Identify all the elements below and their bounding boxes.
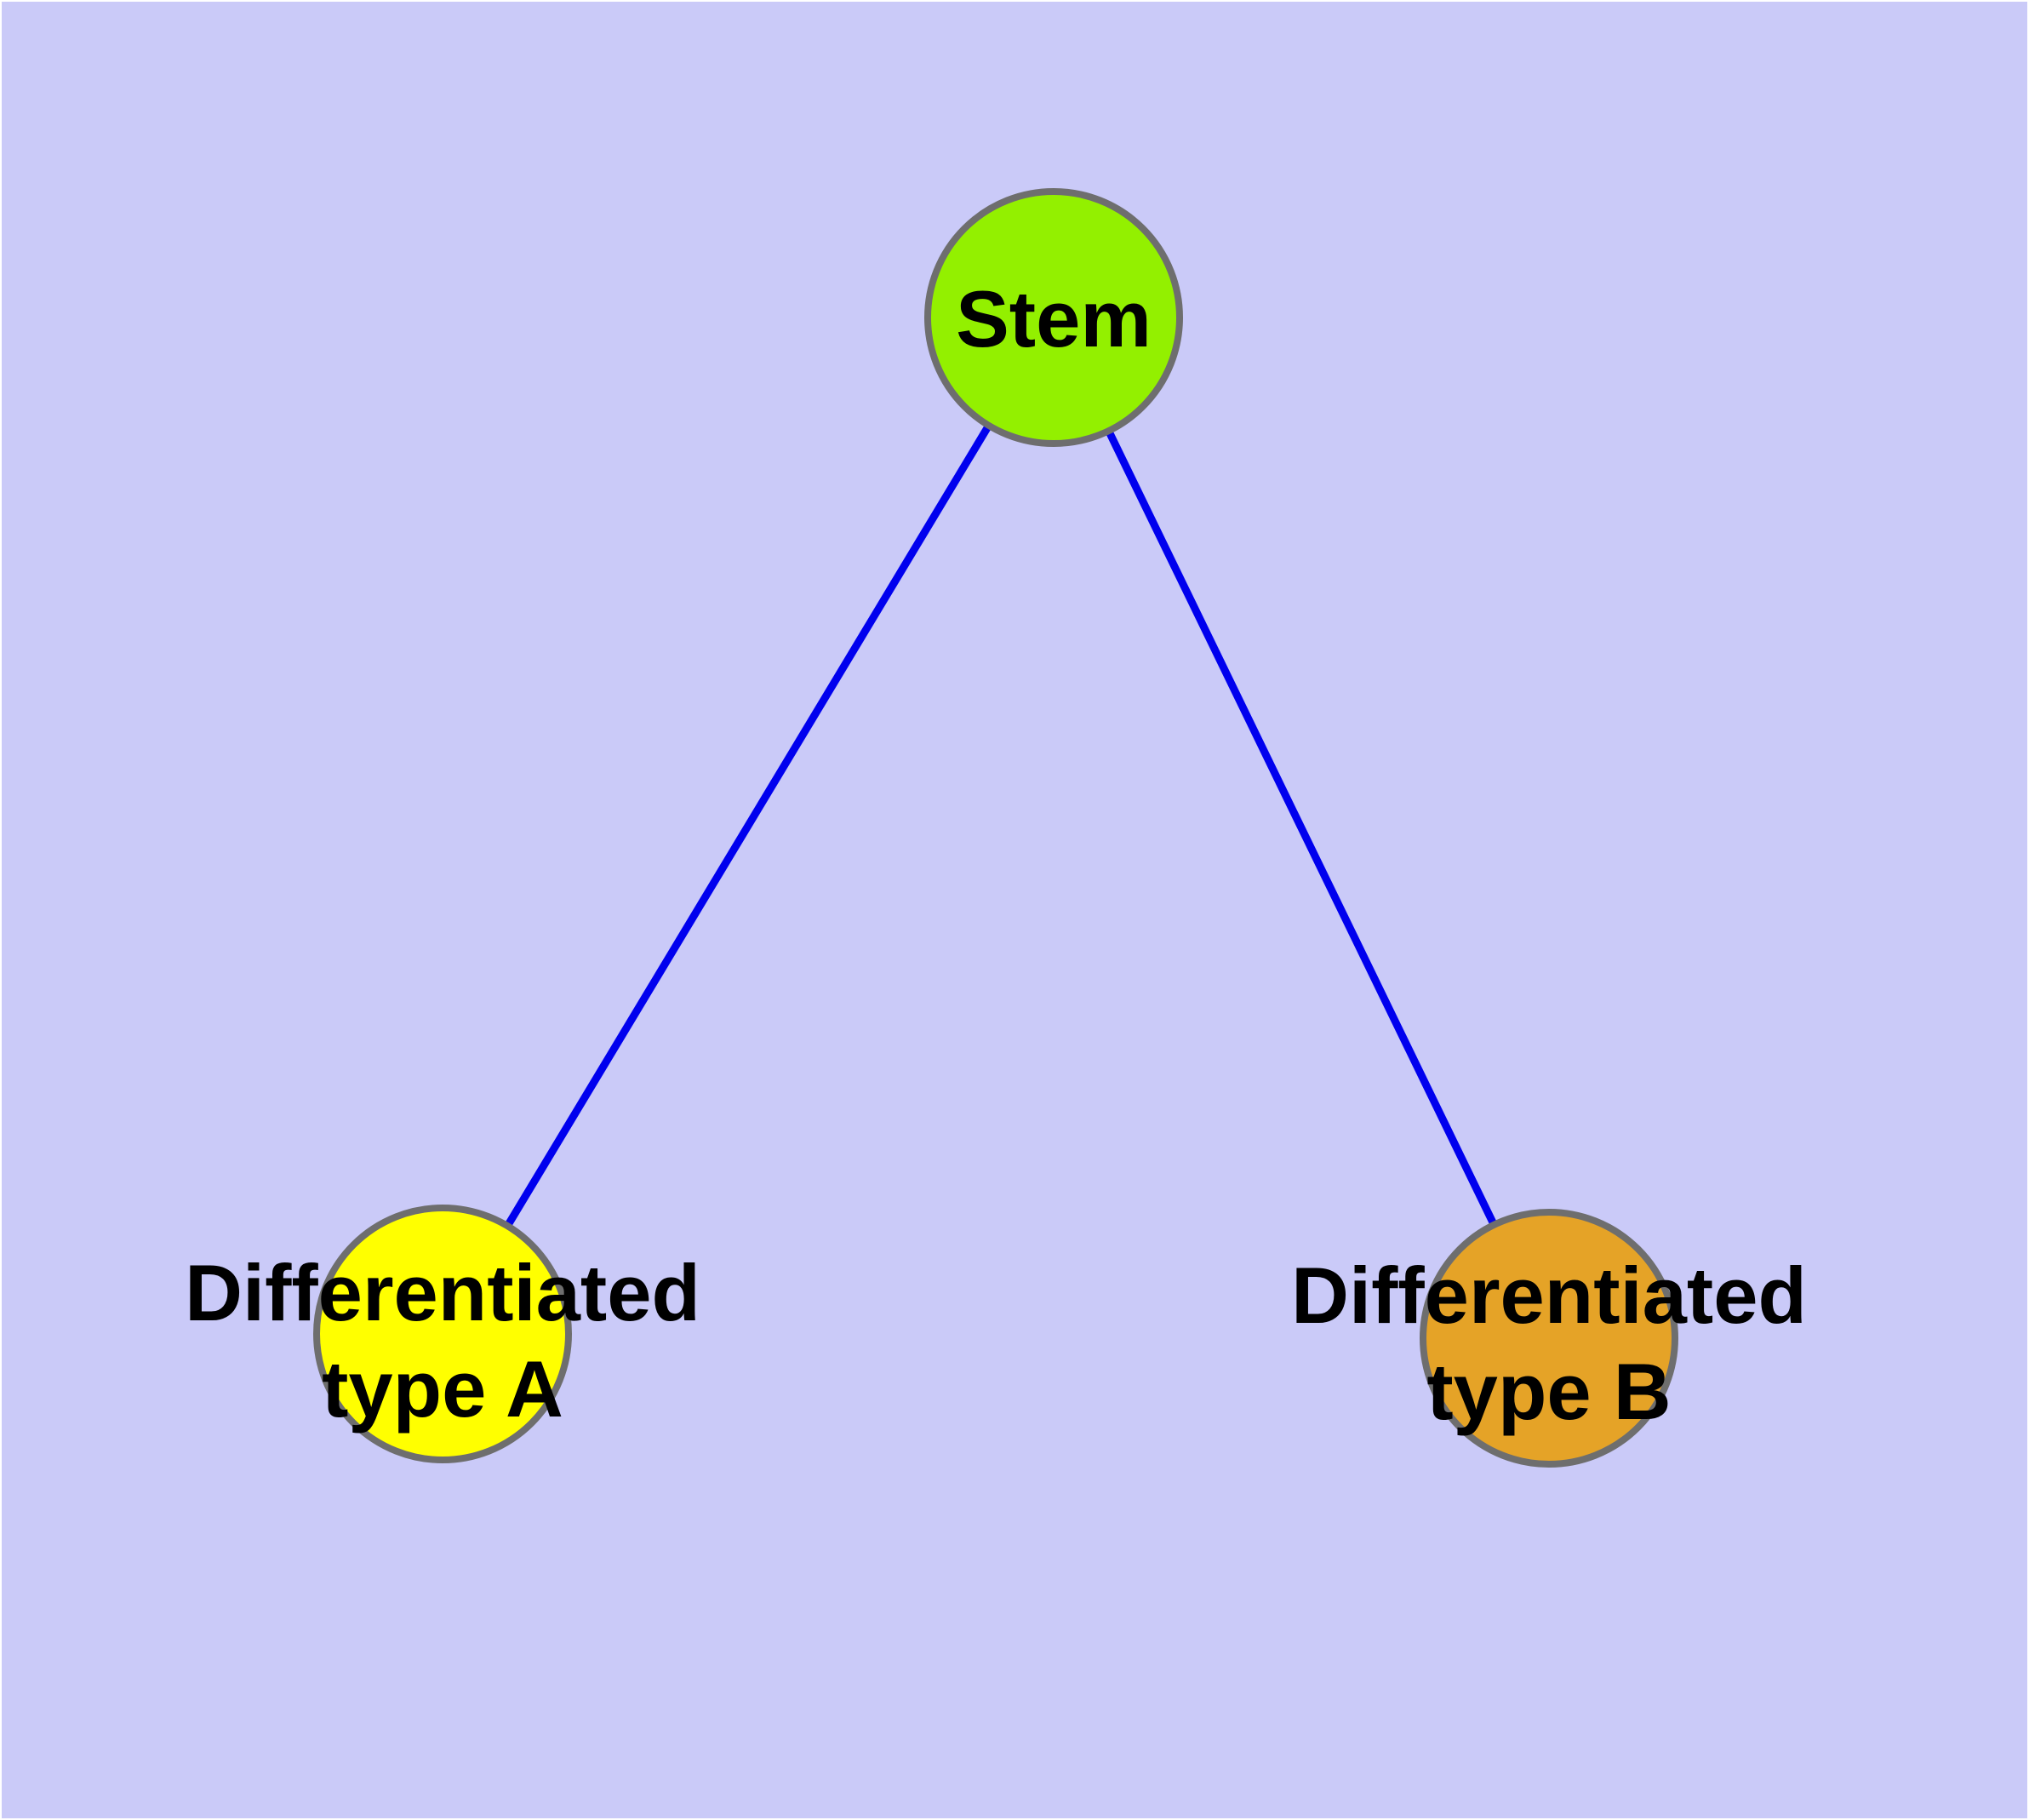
node-differentiated-type-b	[1420, 1209, 1678, 1468]
node-type-b-label-line1: Differentiated	[1291, 1251, 1807, 1340]
node-type-a-label-line1: Differentiated	[185, 1248, 700, 1337]
node-type-b-label-line2: type B	[1426, 1347, 1671, 1436]
node-stem-label: Stem	[956, 274, 1152, 363]
node-differentiated-type-a	[313, 1205, 572, 1463]
node-type-a-label-line2: type A	[322, 1344, 563, 1434]
edge-stem-to-type-a	[439, 315, 1057, 1336]
node-stem	[924, 188, 1183, 447]
edge-stem-to-type-b	[1049, 316, 1553, 1340]
